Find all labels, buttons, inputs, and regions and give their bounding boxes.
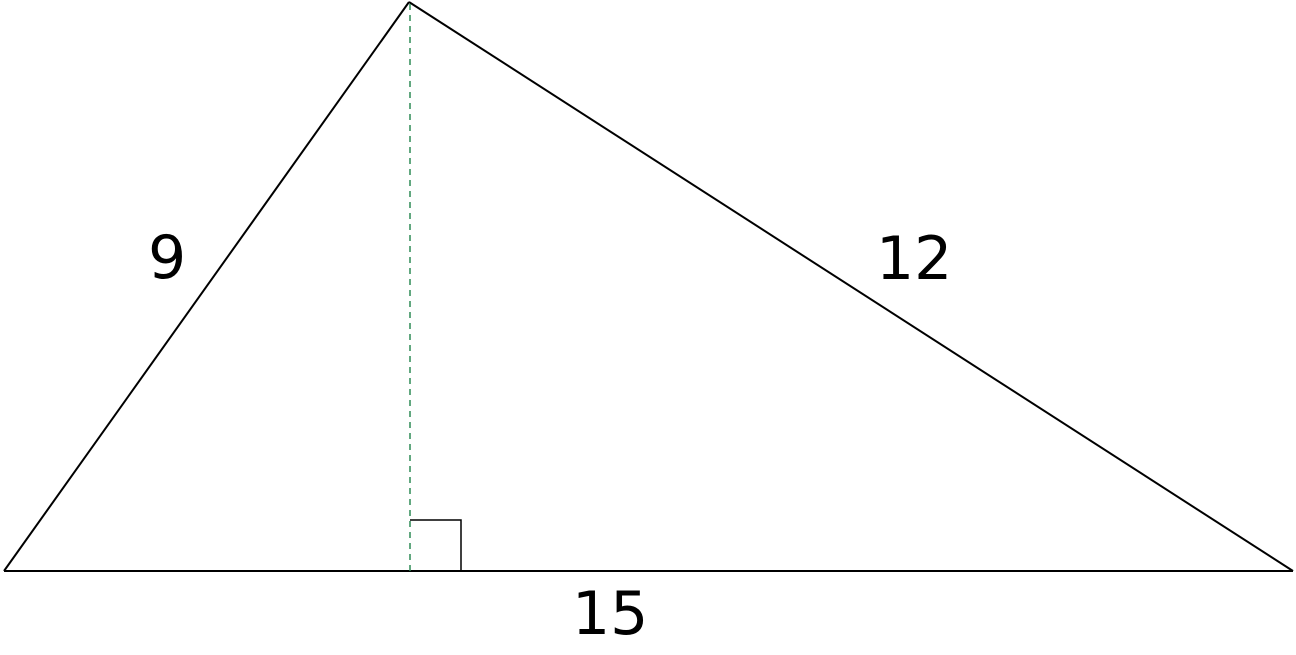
left-side-line <box>3 1 410 572</box>
right-side-line <box>408 1 1294 572</box>
left-side-label: 9 <box>148 223 186 293</box>
base-label: 15 <box>572 579 648 649</box>
right-side-label: 12 <box>876 224 952 294</box>
right-angle-marker <box>410 519 462 571</box>
